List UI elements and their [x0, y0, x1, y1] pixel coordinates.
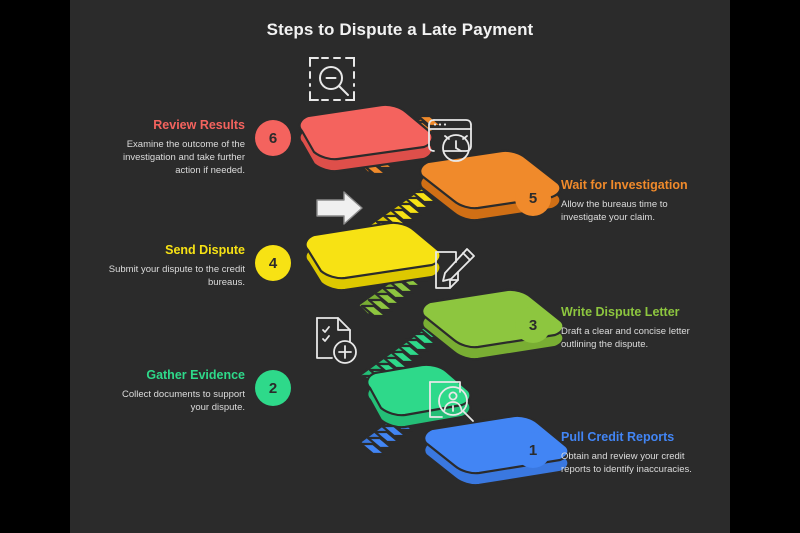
step-6-number-badge[interactable]: 6 — [255, 120, 291, 156]
step-3: 3 Write Dispute Letter Draft a clear and… — [515, 305, 701, 351]
step-1-text: Pull Credit Reports Obtain and review yo… — [561, 430, 701, 476]
step-5-description: Allow the bureaus time to investigate yo… — [561, 199, 668, 223]
document-checklist-add-icon — [316, 317, 357, 364]
step-3-text: Write Dispute Letter Draft a clear and c… — [561, 305, 701, 351]
step-3-heading: Write Dispute Letter — [561, 305, 680, 319]
step-2-description: Collect documents to support your disput… — [121, 389, 245, 413]
platform-4-yellow — [304, 184, 445, 292]
step-2-text: Gather Evidence Collect documents to sup… — [105, 368, 245, 414]
step-4-number-badge[interactable]: 4 — [255, 245, 291, 281]
step-4-heading: Send Dispute — [165, 243, 245, 257]
stairs-green — [358, 326, 445, 388]
page-title: Steps to Dispute a Late Payment — [266, 20, 534, 39]
step-5-number-badge[interactable]: 5 — [515, 180, 551, 216]
arrow-right-icon — [316, 191, 363, 225]
step-5: 5 Wait for Investigation Allow the burea… — [515, 178, 701, 224]
step-6: Review Results Examine the outcome of th… — [105, 118, 291, 177]
step-1-heading: Pull Credit Reports — [561, 430, 675, 444]
step-6-heading: Review Results — [153, 118, 245, 132]
step-3-number-badge[interactable]: 3 — [515, 307, 551, 343]
step-5-text: Wait for Investigation Allow the bureaus… — [561, 178, 701, 224]
step-6-description: Examine the outcome of the investigation… — [123, 139, 245, 176]
scan-search-icon — [309, 57, 355, 101]
step-1-description: Obtain and review your credit reports to… — [561, 451, 692, 475]
step-4-description: Submit your dispute to the credit bureau… — [108, 264, 245, 288]
step-2: Gather Evidence Collect documents to sup… — [105, 368, 291, 414]
step-5-heading: Wait for Investigation — [561, 178, 688, 192]
step-6-text: Review Results Examine the outcome of th… — [105, 118, 245, 177]
step-1: 1 Pull Credit Reports Obtain and review … — [515, 430, 701, 476]
platform-6-red — [298, 103, 434, 173]
infographic-canvas: Steps to Dispute a Late Payment .ol { st… — [70, 0, 730, 533]
step-2-heading: Gather Evidence — [146, 368, 245, 382]
stairs-yellow — [356, 184, 445, 246]
document-edit-icon — [435, 248, 475, 289]
step-1-number-badge[interactable]: 1 — [515, 432, 551, 468]
browser-clock-icon — [428, 119, 472, 162]
profile-search-icon — [429, 381, 474, 422]
stairs-lightgreen — [356, 256, 444, 318]
step-4-text: Send Dispute Submit your dispute to the … — [105, 243, 245, 289]
stairs-blue — [358, 394, 443, 456]
step-4: Send Dispute Submit your dispute to the … — [105, 243, 291, 289]
step-2-number-badge[interactable]: 2 — [255, 370, 291, 406]
stairs-orange — [356, 114, 444, 176]
step-3-description: Draft a clear and concise letter outlini… — [561, 326, 690, 350]
platform-2-green — [358, 326, 472, 429]
